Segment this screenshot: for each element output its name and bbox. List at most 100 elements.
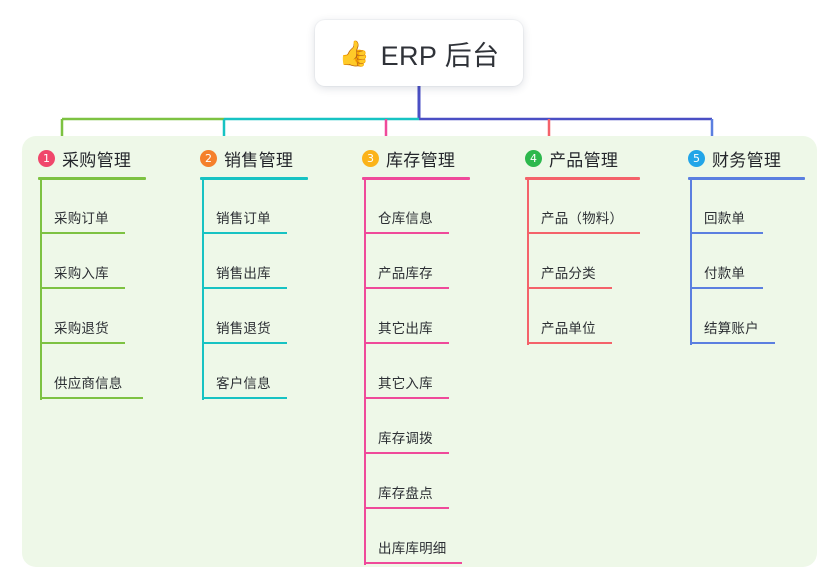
branch-number-badge: 3: [362, 149, 379, 167]
branch-item-label: 其它入库: [378, 376, 433, 391]
branch-item-label: 回款单: [704, 211, 746, 226]
branch-title: 财务管理: [712, 150, 782, 170]
branch-item-rule: [364, 397, 449, 399]
branch-item-rule: [202, 342, 287, 344]
branch-item[interactable]: 出库库明细: [346, 510, 470, 565]
branch-item-rule: [527, 287, 612, 289]
branch-header-rule: [525, 177, 640, 180]
branch-item-label: 销售退货: [216, 321, 271, 336]
branch-item[interactable]: 库存调拨: [346, 400, 470, 455]
branch-item[interactable]: 库存盘点: [346, 455, 470, 510]
root-title: ERP 后台: [380, 40, 500, 71]
branch-item[interactable]: 采购入库: [22, 235, 146, 290]
branch-header-rule: [688, 177, 805, 180]
branch-item-label: 仓库信息: [378, 211, 433, 226]
branch-header[interactable]: 1 采购管理: [22, 146, 146, 170]
branch-item-label: 采购退货: [54, 321, 109, 336]
branch-spine: [202, 180, 204, 400]
branch-item[interactable]: 其它入库: [346, 345, 470, 400]
branch-item-label: 供应商信息: [54, 376, 123, 391]
branch-item-label: 库存盘点: [378, 486, 433, 501]
branch-item[interactable]: 产品单位: [509, 290, 640, 345]
branch-header[interactable]: 3 库存管理: [346, 146, 470, 170]
branch-number-badge: 1: [38, 149, 55, 167]
branch-item-label: 销售订单: [216, 211, 271, 226]
branch-header[interactable]: 5 财务管理: [672, 146, 805, 170]
branch-item-rule: [40, 287, 125, 289]
branch-item-rule: [202, 397, 287, 399]
branch-header-rule: [38, 177, 146, 180]
branch-item-rule: [202, 287, 287, 289]
branch-item-rule: [527, 232, 640, 234]
branch-item-label: 其它出库: [378, 321, 433, 336]
branch-items: 产品（物料） 产品分类产品单位: [509, 180, 640, 345]
branch-item[interactable]: 产品（物料）: [509, 180, 640, 235]
branches-panel: [22, 136, 817, 567]
branch-item-label: 采购入库: [54, 266, 109, 281]
branch-item-rule: [40, 232, 125, 234]
branch-title: 产品管理: [549, 150, 619, 170]
branch-item-rule: [690, 342, 775, 344]
branch-item[interactable]: 销售订单: [184, 180, 308, 235]
branch-item-rule: [527, 342, 612, 344]
branch-item-rule: [40, 397, 143, 399]
branch-item-rule: [690, 232, 763, 234]
thumbs-up-icon: 👍: [338, 38, 370, 68]
branch-item[interactable]: 仓库信息: [346, 180, 470, 235]
root-node-content: 👍 ERP 后台: [338, 34, 499, 73]
branch-header[interactable]: 2 销售管理: [184, 146, 308, 170]
branch-spine: [40, 180, 42, 400]
branch-item[interactable]: 付款单: [672, 235, 805, 290]
branch-item-label: 产品分类: [541, 266, 596, 281]
branch-number-badge: 2: [200, 149, 217, 167]
branch-item-rule: [690, 287, 763, 289]
branch-item-label: 客户信息: [216, 376, 271, 391]
branch-item-rule: [40, 342, 125, 344]
branch-item-label: 采购订单: [54, 211, 109, 226]
branch-item[interactable]: 采购订单: [22, 180, 146, 235]
branch-item[interactable]: 供应商信息: [22, 345, 146, 400]
branch-item-rule: [364, 507, 449, 509]
branch-header-rule: [362, 177, 470, 180]
branch-title: 销售管理: [224, 150, 294, 170]
branch-item[interactable]: 产品分类: [509, 235, 640, 290]
branch-spine: [527, 180, 529, 345]
branch-item[interactable]: 产品库存: [346, 235, 470, 290]
branch-title: 采购管理: [62, 150, 132, 170]
branch-item[interactable]: 客户信息: [184, 345, 308, 400]
branch-item-label: 产品（物料）: [541, 211, 624, 226]
branch-item[interactable]: 销售出库: [184, 235, 308, 290]
branch-item-label: 库存调拨: [378, 431, 433, 446]
branch-items: 仓库信息产品库存其它出库其它入库库存调拨库存盘点出库库明细: [346, 180, 470, 565]
branch-number-badge: 5: [688, 149, 705, 167]
branch-item-rule: [364, 342, 449, 344]
branch-column: 5 财务管理回款单付款单结算账户: [672, 146, 805, 345]
branch-column: 1 采购管理采购订单采购入库采购退货供应商信息: [22, 146, 146, 400]
branch-column: 3 库存管理仓库信息产品库存其它出库其它入库库存调拨库存盘点出库库明细: [346, 146, 470, 565]
branch-item[interactable]: 其它出库: [346, 290, 470, 345]
branch-header-rule: [200, 177, 308, 180]
branch-item-label: 付款单: [704, 266, 746, 281]
branch-item-label: 销售出库: [216, 266, 271, 281]
branch-item[interactable]: 结算账户: [672, 290, 805, 345]
branch-spine: [690, 180, 692, 345]
branch-spine: [364, 180, 366, 565]
branch-item-label: 结算账户: [704, 321, 759, 336]
branch-item-rule: [364, 452, 449, 454]
branch-item[interactable]: 销售退货: [184, 290, 308, 345]
branch-items: 采购订单采购入库采购退货供应商信息: [22, 180, 146, 400]
branch-column: 2 销售管理销售订单销售出库销售退货客户信息: [184, 146, 308, 400]
branch-item-label: 产品库存: [378, 266, 433, 281]
root-node[interactable]: 👍 ERP 后台: [315, 20, 523, 86]
branch-item[interactable]: 采购退货: [22, 290, 146, 345]
branch-items: 销售订单销售出库销售退货客户信息: [184, 180, 308, 400]
branch-items: 回款单付款单结算账户: [672, 180, 805, 345]
branch-item-rule: [202, 232, 287, 234]
branch-item-rule: [364, 232, 449, 234]
branch-item-label: 出库库明细: [378, 541, 447, 556]
branch-title: 库存管理: [386, 150, 456, 170]
branch-item[interactable]: 回款单: [672, 180, 805, 235]
